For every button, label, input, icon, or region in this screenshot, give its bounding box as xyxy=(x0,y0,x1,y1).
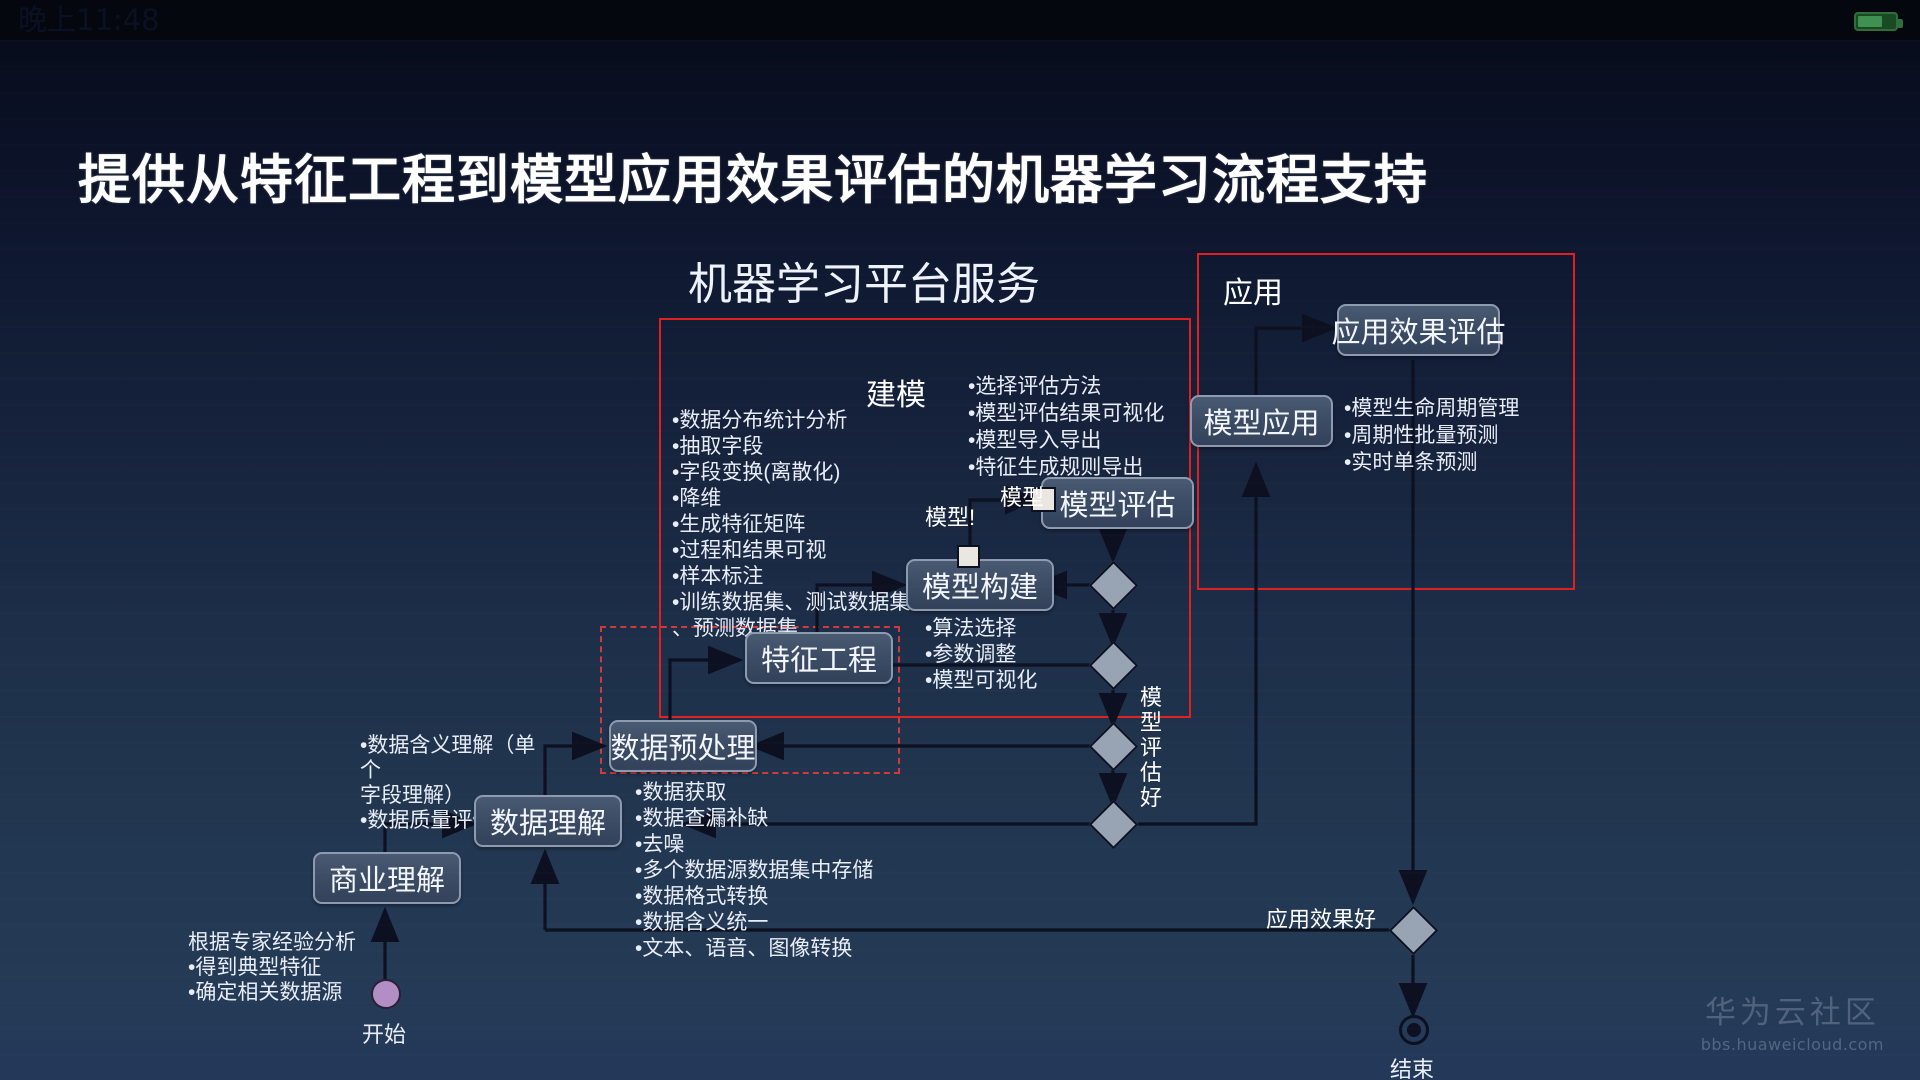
notes-expert: 根据专家经验分析 •得到典型特征 •确定相关数据源 xyxy=(188,931,356,1004)
watermark: 华为云社区 bbs.huaweicloud.com xyxy=(1701,987,1884,1054)
start-node-label: 开始 xyxy=(362,1022,407,1047)
decision-diamond-4 xyxy=(1088,799,1139,850)
edge-label-model-lower: 模型! xyxy=(925,505,976,530)
node-model-evaluate[interactable]: 模型评估 xyxy=(1041,477,1194,529)
node-feature-engineering[interactable]: 特征工程 xyxy=(745,632,893,684)
start-node xyxy=(371,979,401,1009)
end-node-label: 结束 xyxy=(1390,1057,1435,1080)
watermark-brand: 华为云社区 xyxy=(1704,995,1880,1030)
notes-model-evaluate: •选择评估方法 •模型评估结果可视化 •模型导入导出 •特征生成规则导出 xyxy=(968,375,1165,479)
decision-diamond-app xyxy=(1388,905,1439,956)
notes-model-build: •算法选择 •参数调整 •模型可视化 xyxy=(925,617,1038,692)
region-application-label: 应用 xyxy=(1223,277,1283,310)
decision-diamond-3 xyxy=(1088,721,1139,772)
end-node xyxy=(1399,1015,1429,1045)
region-preprocess-dashed xyxy=(600,626,900,774)
edge-label-model-upper: 模型 xyxy=(1000,485,1045,510)
node-model-apply[interactable]: 模型应用 xyxy=(1190,395,1333,447)
edge-label-app-effect-good: 应用效果好 xyxy=(1266,907,1377,932)
region-modeling-label: 建模 xyxy=(866,379,926,412)
battery-icon xyxy=(1854,12,1903,31)
page-subtitle: 机器学习平台服务 xyxy=(688,260,1040,309)
status-clock: 晚上11:48 xyxy=(18,3,160,37)
node-business-understanding[interactable]: 商业理解 xyxy=(313,852,461,904)
node-data-preprocess[interactable]: 数据预处理 xyxy=(609,720,757,772)
slide-canvas: 提供从特征工程到模型应用效果评估的机器学习流程支持 机器学习平台服务 建模 应用 xyxy=(0,40,1920,1080)
status-bar: 晚上11:48 xyxy=(0,0,1920,40)
node-model-build[interactable]: 模型构建 xyxy=(906,559,1054,611)
notes-application: •模型生命周期管理 •周期性批量预测 •实时单条预测 xyxy=(1344,397,1520,474)
connector-pin-model-build xyxy=(957,545,980,568)
notes-feature-engineering: •数据分布统计分析 •抽取字段 •字段变换(离散化) •降维 •生成特征矩阵 •… xyxy=(672,409,911,640)
watermark-url: bbs.huaweicloud.com xyxy=(1700,1035,1884,1054)
node-app-effect-evaluate[interactable]: 应用效果评估 xyxy=(1332,304,1506,356)
node-data-understanding[interactable]: 数据理解 xyxy=(474,795,622,847)
edge-label-model-eval-good: 模型评估好 xyxy=(1139,685,1162,810)
page-title: 提供从特征工程到模型应用效果评估的机器学习流程支持 xyxy=(78,151,1428,210)
notes-data-preprocess: •数据获取 •数据查漏补缺 •去噪 •多个数据源数据集中存储 •数据格式转换 •… xyxy=(635,781,874,960)
